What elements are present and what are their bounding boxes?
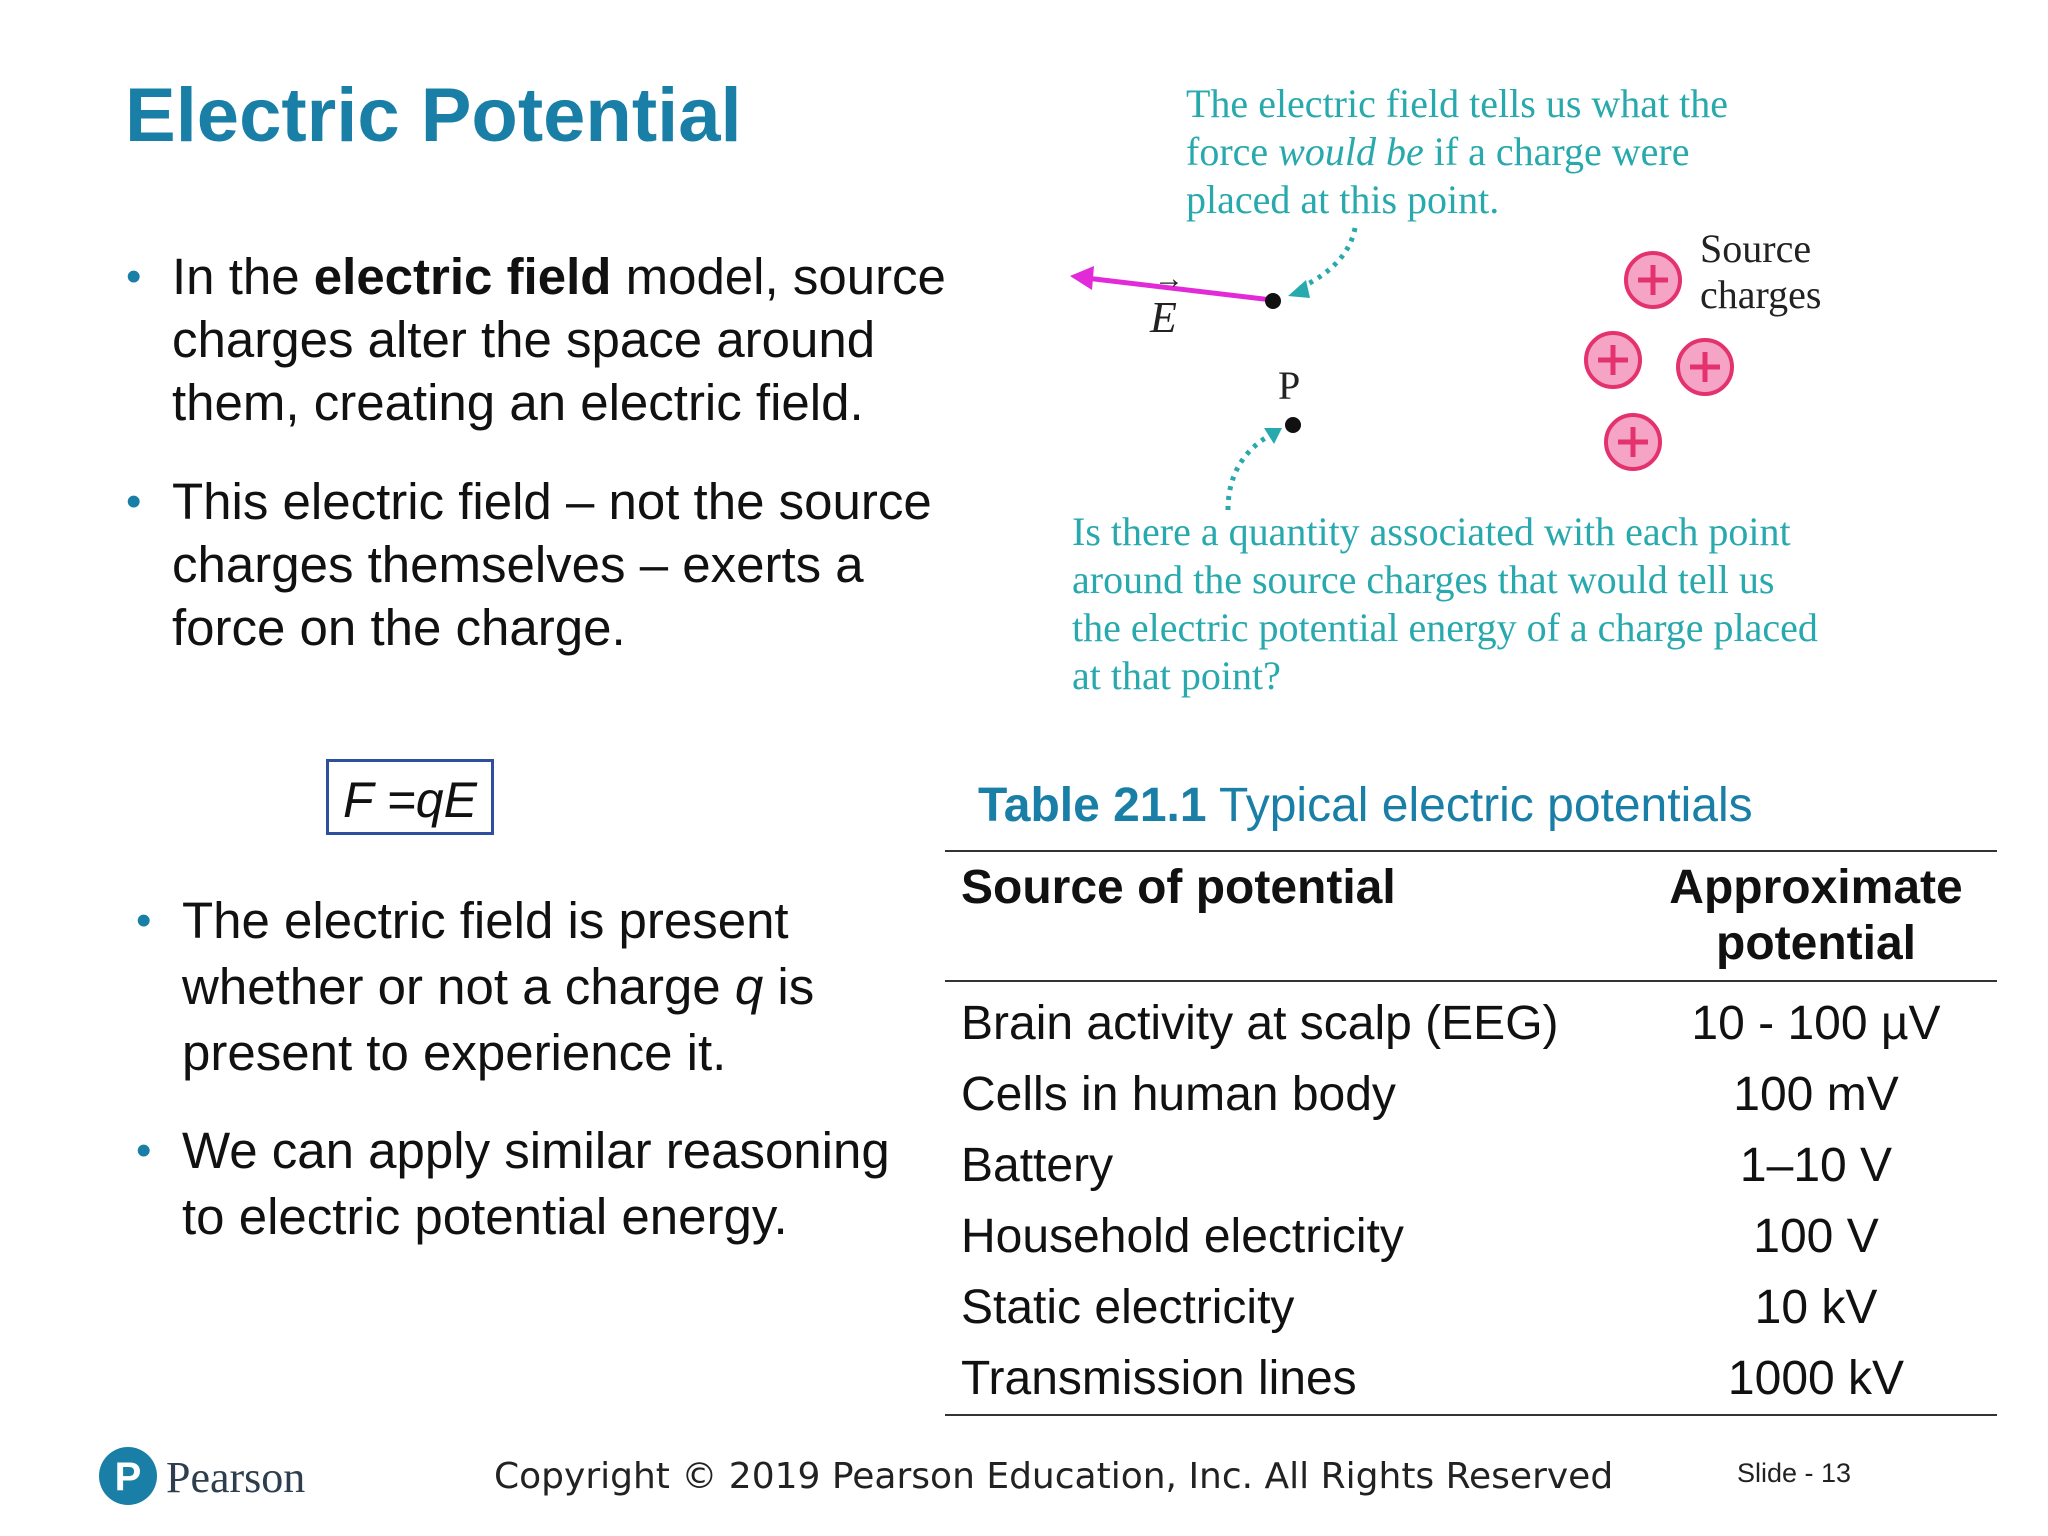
field-arrow (1085, 275, 1273, 303)
table-row: Brain activity at scalp (EEG) 10 - 100 µV (945, 981, 1997, 1059)
table-row: Household electricity 100 V (945, 1201, 1997, 1272)
bullet-bold-term: electric field (313, 248, 612, 305)
point-p (1285, 417, 1301, 433)
cell-source: Static electricity (961, 1281, 1295, 1334)
source-charge (1624, 251, 1682, 309)
arrow-head (1070, 266, 1094, 290)
copyright-text: Copyright © 2019 Pearson Education, Inc.… (494, 1456, 1614, 1497)
table-header-row: Source of potential Approximate potentia… (945, 851, 1997, 981)
slide-number: Slide - 13 (1737, 1458, 1852, 1488)
pointer-bottom-head (1264, 428, 1282, 444)
bullet-similar-reasoning: We can apply similar reasoning to electr… (130, 1118, 910, 1250)
table-row: Cells in human body 100 mV (945, 1059, 1997, 1130)
cell-source: Transmission lines (961, 1352, 1357, 1405)
pearson-logo-icon: P (99, 1447, 157, 1505)
cell-source: Battery (961, 1139, 1114, 1192)
bullet-text: model, source charges alter the space ar… (172, 248, 946, 431)
charge-symbol-q: q (734, 958, 764, 1015)
table-title: Typical electric potentials (1206, 779, 1753, 832)
cell-potential: 10 kV (1754, 1281, 1878, 1334)
pearson-brand: Pearson (166, 1453, 306, 1502)
field-diagram (1070, 227, 1734, 511)
field-point (1265, 293, 1281, 309)
table-row: Static electricity 10 kV (945, 1272, 1997, 1343)
bullet-text: In the (172, 248, 314, 305)
header-potential: Approximate potential (1669, 861, 1963, 970)
pointer-top (1298, 227, 1358, 291)
slide-title: Electric Potential (125, 73, 742, 158)
field-vector-label: →E (1150, 262, 1184, 343)
source-charge (1604, 413, 1662, 471)
source-label-line: charges (1700, 272, 1822, 317)
bullet-field-exerts-force: This electric field – not the source cha… (120, 470, 950, 659)
caption-text: The electric field tells us what the for… (1186, 81, 1729, 174)
pointer-bottom (1225, 432, 1272, 511)
cell-potential: 1000 kV (1727, 1352, 1905, 1405)
cell-potential: 10 - 100 µV (1691, 997, 1941, 1050)
caption-italic: would be (1278, 129, 1424, 174)
cell-source: Brain activity at scalp (EEG) (961, 997, 1559, 1050)
cell-potential: 100 V (1753, 1210, 1879, 1263)
bullet-text: is present to experience it. (182, 958, 815, 1081)
potentials-table: Source of potential Approximate potentia… (945, 850, 1997, 1416)
table-row: Transmission lines 1000 kV (945, 1343, 1997, 1415)
bullet-field-present: The electric field is present whether or… (130, 888, 910, 1086)
caption-text: if a charge were placed at this point. (1186, 129, 1690, 222)
cell-source: Cells in human body (961, 1068, 1396, 1121)
caption-top: The electric field tells us what the for… (1186, 80, 1746, 224)
source-charge (1584, 331, 1642, 389)
formula-box: F =qE (326, 759, 494, 835)
source-label-line: Source (1700, 226, 1812, 271)
cell-source: Household electricity (961, 1210, 1404, 1263)
bullet-list-bottom: The electric field is present whether or… (130, 888, 910, 1250)
point-p-label: P (1278, 363, 1301, 408)
bullet-electric-field-model: In the electric field model, source char… (120, 245, 950, 434)
cell-potential: 1–10 V (1739, 1139, 1893, 1192)
caption-bottom: Is there a quantity associated with each… (1072, 509, 1818, 698)
logo-letter: P (115, 1455, 142, 1499)
table-row: Battery 1–10 V (945, 1130, 1997, 1201)
table-number: Table 21.1 (978, 779, 1207, 832)
table-caption: Table 21.1 Typical electric potentials (978, 778, 1753, 833)
bullet-list-top: In the electric field model, source char… (120, 245, 950, 659)
cell-potential: 100 mV (1733, 1068, 1899, 1121)
vector-arrow-icon: → (1154, 262, 1184, 295)
pointer-top-head (1288, 280, 1310, 298)
bullet-text: The electric field is present whether or… (182, 892, 789, 1015)
header-source: Source of potential (961, 861, 1396, 914)
source-charge (1676, 338, 1734, 396)
field-symbol: E (1150, 293, 1177, 342)
